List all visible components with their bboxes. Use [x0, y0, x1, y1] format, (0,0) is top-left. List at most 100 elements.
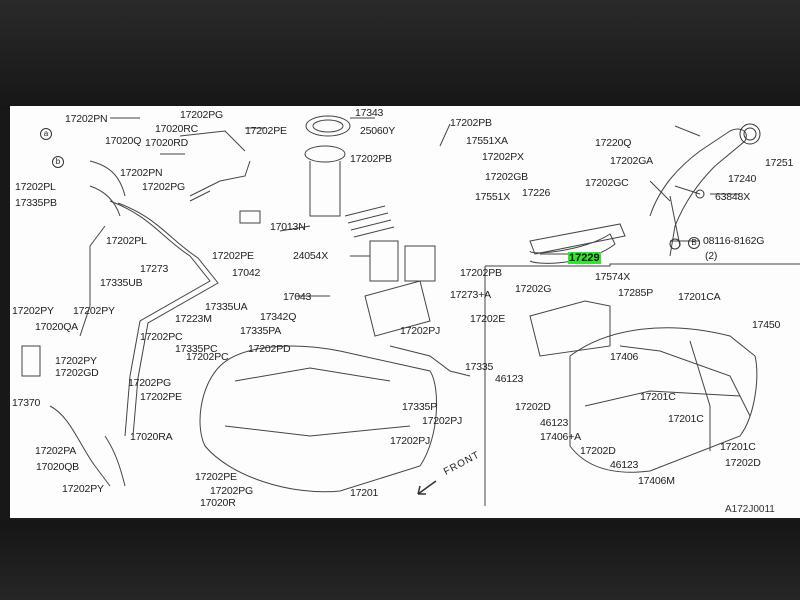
part-label: 08116-8162G — [703, 235, 765, 247]
filler-neck — [649, 128, 747, 257]
part-label: 17202PG — [142, 181, 185, 193]
part-label: 17042 — [232, 267, 261, 279]
part-label: 17202D — [725, 457, 761, 469]
part-label: 17202G — [515, 283, 552, 295]
part-label: 17335PA — [240, 325, 282, 337]
part-label: 17020Q — [105, 135, 142, 147]
part-label: 17020RC — [155, 123, 198, 135]
part-label: 17335P — [402, 401, 438, 413]
part-label: 24054X — [293, 250, 329, 262]
part-label: 17551X — [475, 191, 511, 203]
part-label: 17013N — [270, 221, 306, 233]
part-label: 17020RD — [145, 137, 188, 149]
part-label: 17240 — [728, 173, 757, 185]
fuel-filter — [21, 345, 41, 377]
part-label: 17202PX — [482, 151, 524, 163]
part-label: 17202GC — [585, 177, 629, 189]
part-label: (2) — [705, 250, 718, 262]
part-label: 25060Y — [360, 125, 396, 137]
front-arrow-icon — [417, 480, 437, 495]
part-label: 17202PY — [73, 305, 115, 317]
part-label: 17406 — [610, 351, 639, 363]
part-label: 17202PB — [450, 117, 492, 129]
fuel-pump — [309, 161, 341, 217]
part-label: 17020RA — [130, 431, 173, 443]
diagram-screen: a b 17202PN 17020Q 17202PG 17020RC 17020… — [10, 106, 800, 518]
part-label: 17202PA — [35, 445, 77, 457]
part-label: 63848X — [715, 191, 751, 203]
part-label: 17342Q — [260, 311, 297, 323]
part-label: 17335UB — [100, 277, 143, 289]
part-label: 17202PJ — [390, 435, 431, 447]
part-label: 17020QB — [36, 461, 79, 473]
part-label: 17201 — [350, 487, 379, 499]
part-label: 17020R — [200, 497, 236, 509]
part-label: 17202PN — [65, 113, 108, 125]
part-label: 17273+A — [450, 289, 491, 301]
highlighted-part-number: 17229 — [568, 252, 601, 264]
part-label: 17202PB — [460, 267, 502, 279]
part-label: 17202D — [515, 401, 551, 413]
heat-shield — [529, 300, 611, 357]
callout-b: b — [52, 156, 64, 168]
part-label: 17285P — [618, 287, 654, 299]
part-label: 17370 — [12, 397, 41, 409]
part-label: 17020QA — [35, 321, 78, 333]
part-label: 17202PY — [12, 305, 54, 317]
lock-ring — [305, 115, 351, 137]
part-label: 17335 — [465, 361, 494, 373]
monitor-bezel-bottom — [0, 520, 800, 600]
part-label: 17343 — [355, 107, 384, 119]
part-label: 17273 — [140, 263, 169, 275]
part-label: 46123 — [495, 373, 524, 385]
part-label: 17202D — [580, 445, 616, 457]
bolt-marker-icon: B — [688, 237, 700, 249]
pump-body — [369, 240, 399, 282]
tank-strap — [619, 345, 751, 417]
part-label: 17202PY — [55, 355, 97, 367]
filler-hose — [529, 223, 626, 255]
part-label: 17202PN — [120, 167, 163, 179]
monitor-bezel-top — [0, 0, 800, 110]
part-label: 17202PC — [140, 331, 183, 343]
hose — [89, 160, 126, 197]
part-label: 17220Q — [595, 137, 632, 149]
part-label: 17335UA — [205, 301, 248, 313]
part-label: 17251 — [765, 157, 794, 169]
part-label: 17201C — [668, 413, 704, 425]
canister — [364, 280, 431, 337]
part-label: 17226 — [522, 187, 551, 199]
part-label: 17202PC — [186, 351, 229, 363]
part-label: 17201C — [720, 441, 756, 453]
part-label: 17202PL — [106, 235, 147, 247]
fuel-tank-right — [569, 327, 758, 473]
part-label: 17335PC — [175, 343, 218, 355]
part-label: 17202PG — [210, 485, 253, 497]
callout-a: a — [40, 128, 52, 140]
monitor-bezel-left — [0, 110, 10, 520]
part-label: 17202GA — [610, 155, 653, 167]
bellows — [344, 205, 395, 238]
part-label: 17574X — [595, 271, 631, 283]
part-label: 17202PD — [248, 343, 291, 355]
fuel-pipe — [109, 200, 211, 437]
fuel-system-diagram — [21, 115, 800, 506]
part-label: 17202PJ — [422, 415, 463, 427]
part-label: 17202PE — [245, 125, 287, 137]
fuel-tank — [199, 345, 437, 493]
part-label: 17043 — [283, 291, 312, 303]
part-label: 46123 — [610, 459, 639, 471]
part-label: 17551XA — [466, 135, 508, 147]
pipe-17335 — [389, 345, 471, 377]
part-label: 17202PG — [128, 377, 171, 389]
part-label: 17202PY — [62, 483, 104, 495]
part-label: 17202PE — [212, 250, 254, 262]
part-label: 17223M — [175, 313, 212, 325]
part-label: 17202PE — [195, 471, 237, 483]
part-label: 17202E — [470, 313, 506, 325]
part-label: 17406+A — [540, 431, 581, 443]
part-label: 17202GB — [485, 171, 528, 183]
part-label: 17202PJ — [400, 325, 441, 337]
part-label: 17202PG — [180, 109, 223, 121]
